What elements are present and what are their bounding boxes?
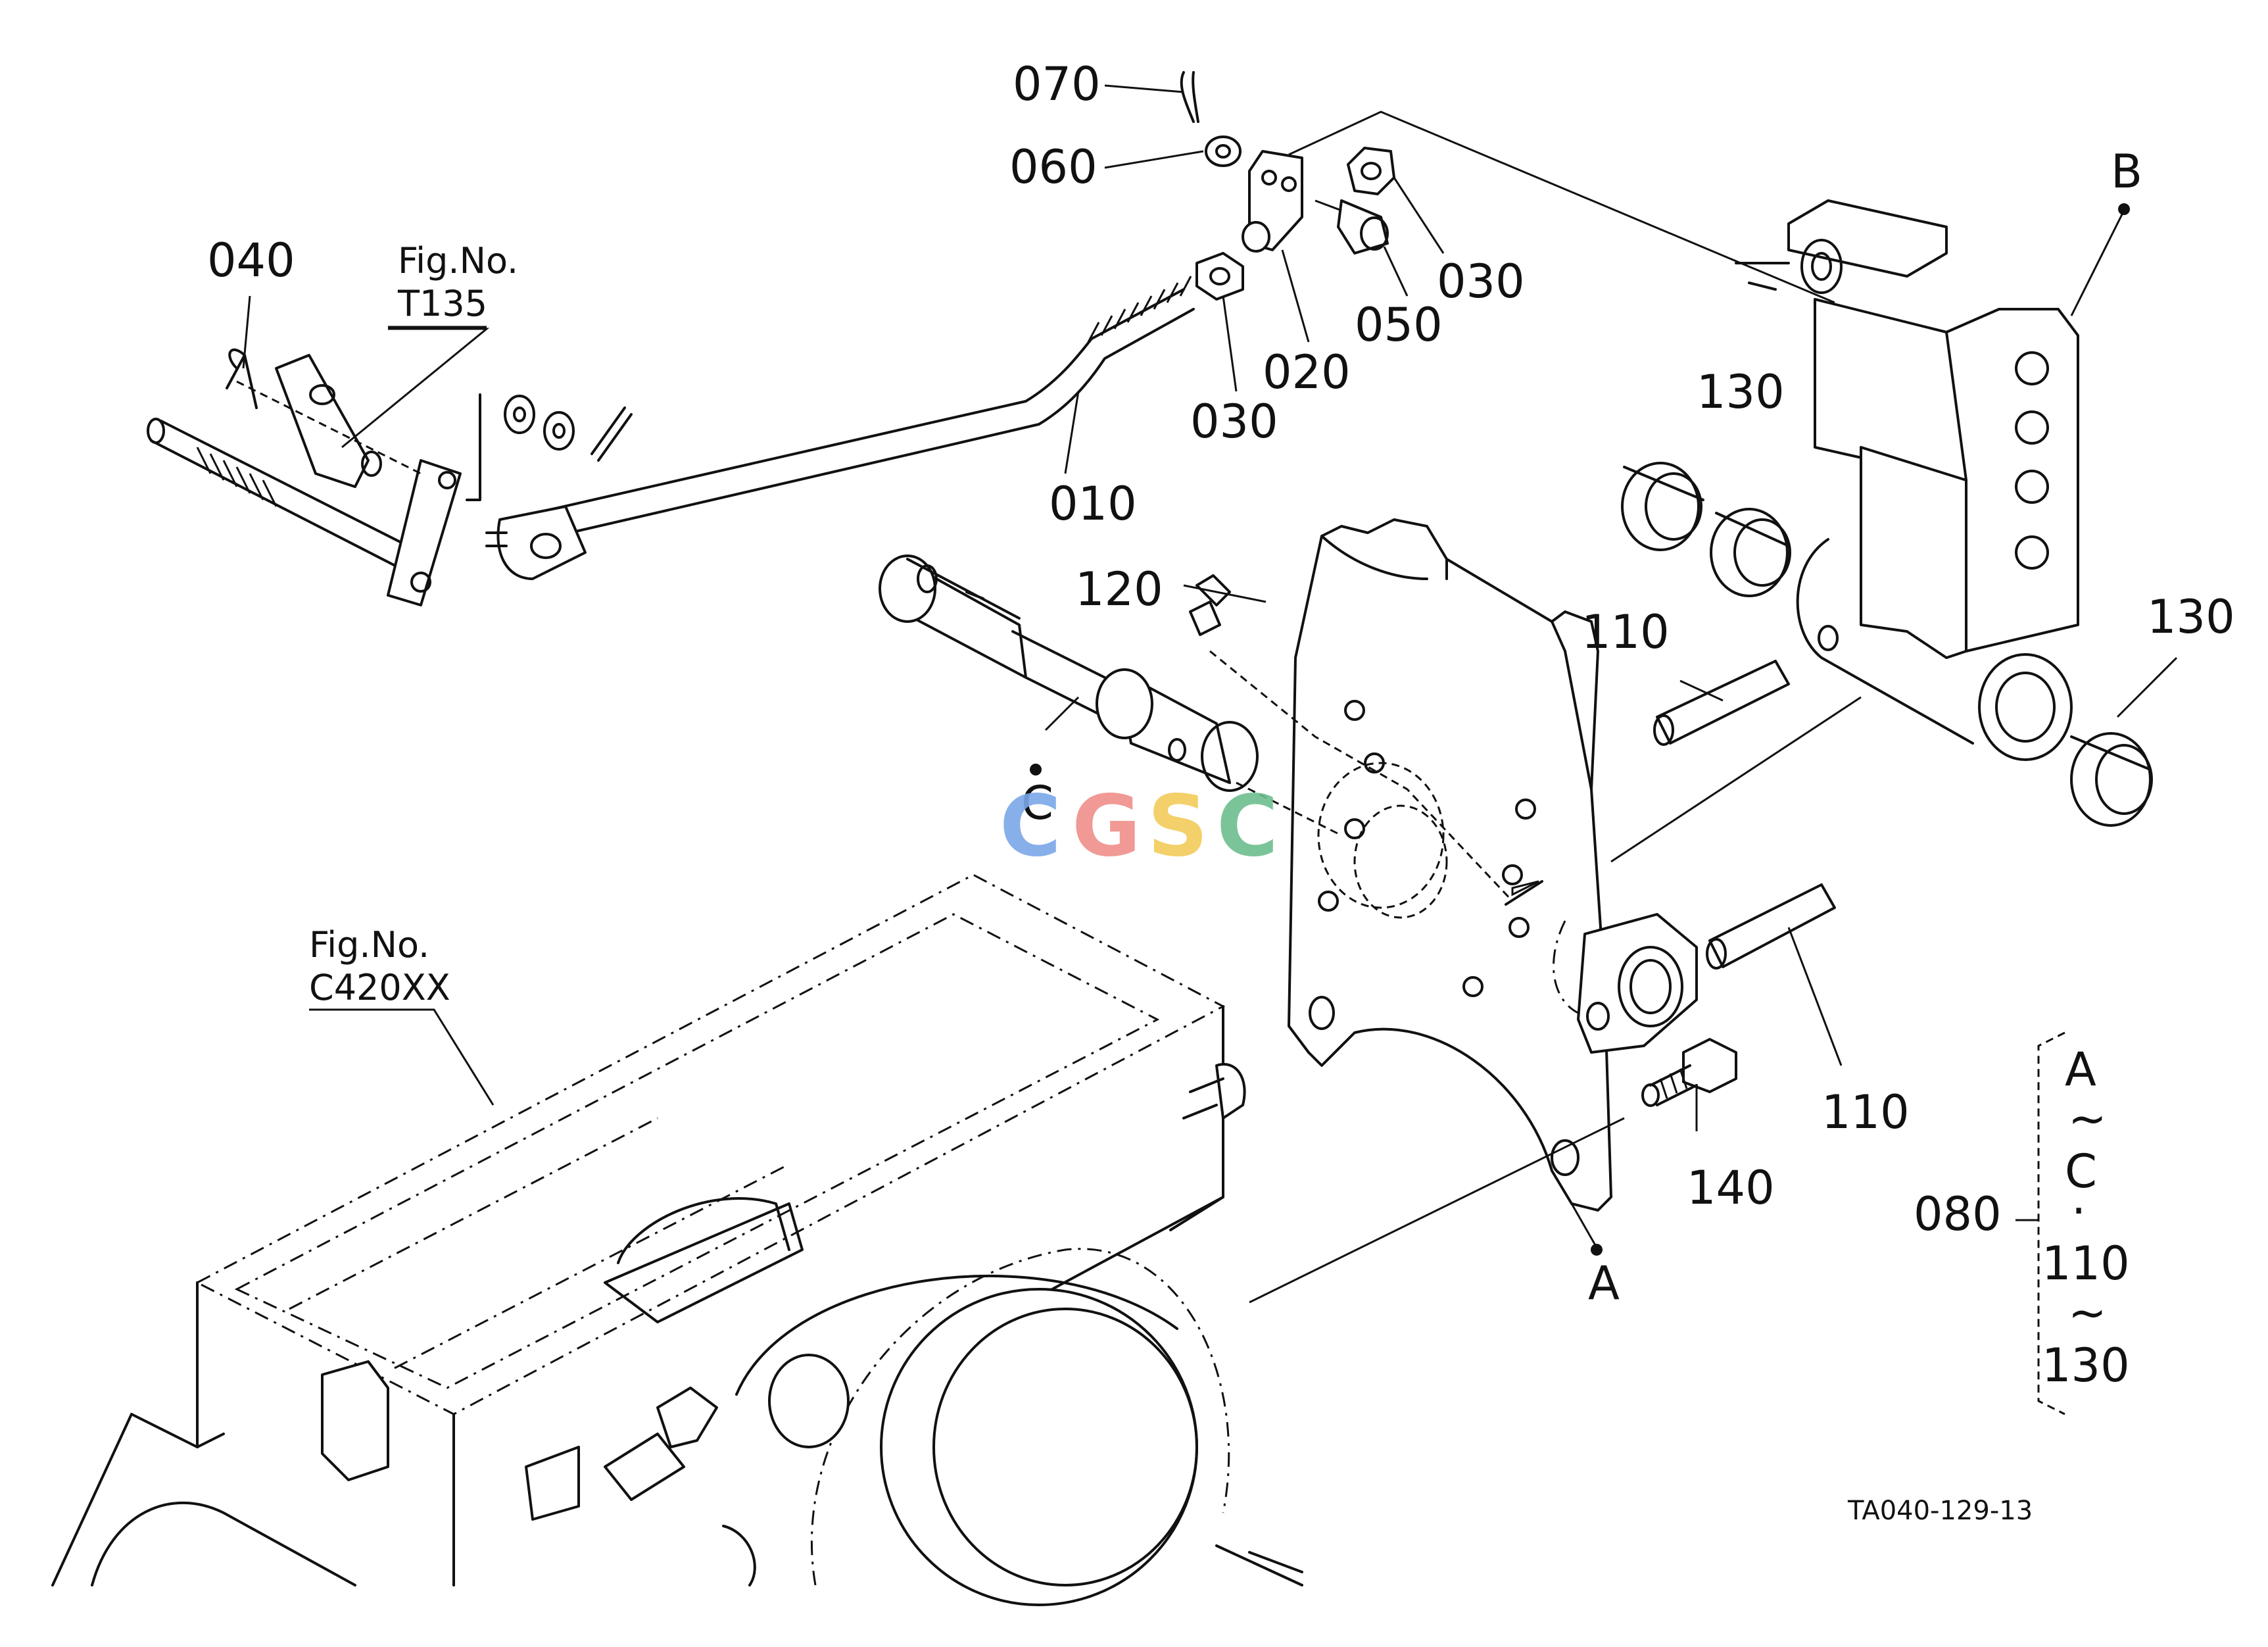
bushings-130 [1621, 462, 2153, 827]
watermark-logo: C G S C [1000, 777, 1278, 875]
point-label-c: C [1021, 776, 1053, 830]
group-brace [2037, 1031, 2065, 1415]
callout-060: 060 [1009, 140, 1098, 194]
rod-010 [485, 276, 1195, 580]
callout-130-upper: 130 [1697, 365, 1785, 419]
callout-110-upper: 110 [1581, 605, 1670, 659]
group-range2-start: 110 [2042, 1237, 2130, 1291]
mounting-plate [1288, 518, 1862, 1212]
watermark-letter-1: C [1000, 777, 1061, 875]
assembly-group: 080 A ~ C · 110 ~ 130 [1914, 1043, 2130, 1392]
group-range-end: C [2065, 1144, 2097, 1198]
callout-120: 120 [1075, 562, 1163, 616]
point-label-b: B [2111, 145, 2142, 199]
bolt-140 [1249, 1038, 1737, 1304]
pins-110 [1653, 660, 1836, 970]
callout-020: 020 [1263, 345, 1351, 399]
ref-t135-title: Fig.No. [398, 240, 518, 282]
point-c-dot [1030, 764, 1042, 775]
group-range2-end: 130 [2042, 1339, 2130, 1392]
bracket-b [1735, 199, 2079, 761]
part-callouts: 070 060 040 030 050 020 030 010 120 130 … [207, 57, 2235, 1215]
transmission-case [51, 873, 1303, 1606]
drawing-code: TA040-129-13 [1847, 1496, 2033, 1526]
callout-030-mid: 030 [1190, 395, 1278, 449]
watermark-letter-2: G [1072, 777, 1141, 875]
callout-070: 070 [1013, 57, 1101, 111]
leader-lines [242, 84, 2178, 1250]
watermark-letter-4: C [1217, 777, 1278, 875]
callout-010: 010 [1049, 477, 1137, 531]
point-labels: B A C [1021, 145, 2142, 1310]
point-a-dot [1591, 1244, 1603, 1256]
clevis-group [1180, 71, 1835, 304]
group-tilde-1: ~ [2068, 1092, 2107, 1146]
watermark-letter-3: S [1147, 777, 1208, 875]
linkage-assembly [147, 348, 633, 606]
figure-references: Fig.No. T135 Fig.No. C420XX [309, 240, 518, 1008]
ref-t135-code: T135 [397, 283, 487, 324]
callout-130-right: 130 [2147, 590, 2235, 644]
ref-c420xx-title: Fig.No. [309, 924, 429, 966]
callout-110-lower: 110 [1822, 1085, 1910, 1139]
group-separator: · [2071, 1184, 2086, 1238]
group-tilde-2: ~ [2068, 1286, 2107, 1340]
group-number: 080 [1914, 1187, 2002, 1241]
callout-030-top: 030 [1437, 255, 1525, 308]
callout-050: 050 [1355, 298, 1443, 352]
ref-c420xx-code: C420XX [309, 967, 450, 1008]
callout-040: 040 [207, 234, 295, 287]
shaft-c [879, 554, 1514, 902]
point-label-a: A [1588, 1256, 1620, 1310]
group-range-start: A [2065, 1043, 2096, 1096]
point-b-dot [2118, 203, 2130, 215]
callout-140: 140 [1687, 1161, 1775, 1215]
